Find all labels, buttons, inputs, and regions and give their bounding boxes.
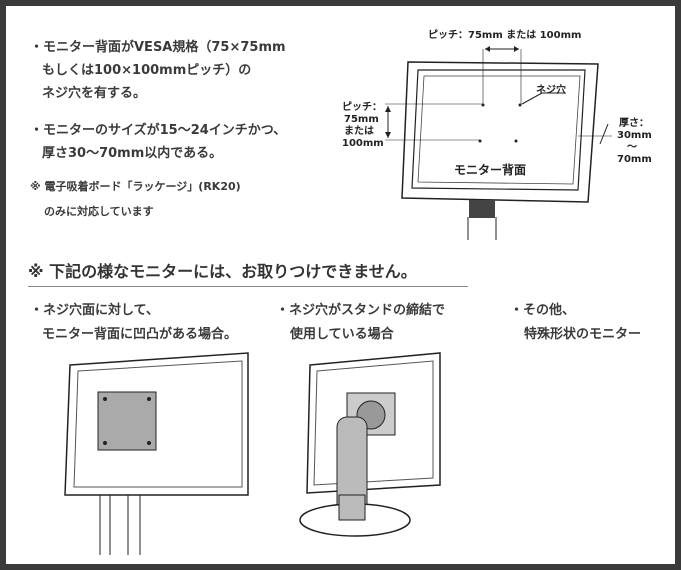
requirement-2-line-2: 厚さ30〜70mm以内である。	[42, 146, 223, 161]
thickness-line-3: 〜	[627, 142, 637, 153]
pitch-left-line-3: または	[344, 126, 374, 137]
case-2-line-2: 使用している場合	[290, 327, 394, 342]
requirement-2-line-1: ・モニターのサイズが15〜24インチかつ、	[30, 123, 287, 138]
pitch-left-line-4: 100mm	[342, 138, 384, 149]
case-3-line-1: ・その他、	[510, 303, 576, 318]
note-line-1: ※ 電子吸着ボード「ラッケージ」(RK20)	[30, 180, 241, 193]
thickness-line-4: 70mm	[617, 154, 652, 165]
pitch-left-line-2: 75mm	[344, 114, 379, 125]
case-1-line-1: ・ネジ穴面に対して、	[30, 303, 159, 318]
case-3-line-2: 特殊形状のモニター	[524, 327, 642, 342]
warning-heading: ※ 下記の様なモニターには、お取りつけできません。	[28, 258, 468, 287]
requirement-1-line-3: ネジ穴を有する。	[42, 86, 147, 101]
note-line-2: のみに対応しています	[44, 205, 154, 218]
requirement-1-line-1: ・モニター背面がVESA規格（75×75mm	[30, 40, 286, 55]
monitor-back-diagram	[385, 46, 612, 240]
pitch-left-line-1: ピッチ：	[342, 102, 382, 113]
requirement-1-line-2: もしくは100×100mmピッチ）の	[42, 63, 252, 78]
thickness-line-1: 厚さ：	[619, 118, 649, 129]
monitor-back-label: モニター背面	[454, 163, 527, 177]
monitor-stand-mount-drawing	[299, 352, 441, 537]
screw-hole-label: ネジ穴	[536, 85, 566, 96]
thickness-line-2: 30mm	[617, 130, 652, 141]
case-1-line-2: モニター背面に凹凸がある場合。	[42, 327, 238, 342]
pitch-top-label: ピッチ：75mm または 100mm	[428, 30, 582, 41]
case-2-line-1: ・ネジ穴がスタンドの締結で	[276, 303, 446, 318]
monitor-uneven-back-drawing	[64, 352, 249, 555]
